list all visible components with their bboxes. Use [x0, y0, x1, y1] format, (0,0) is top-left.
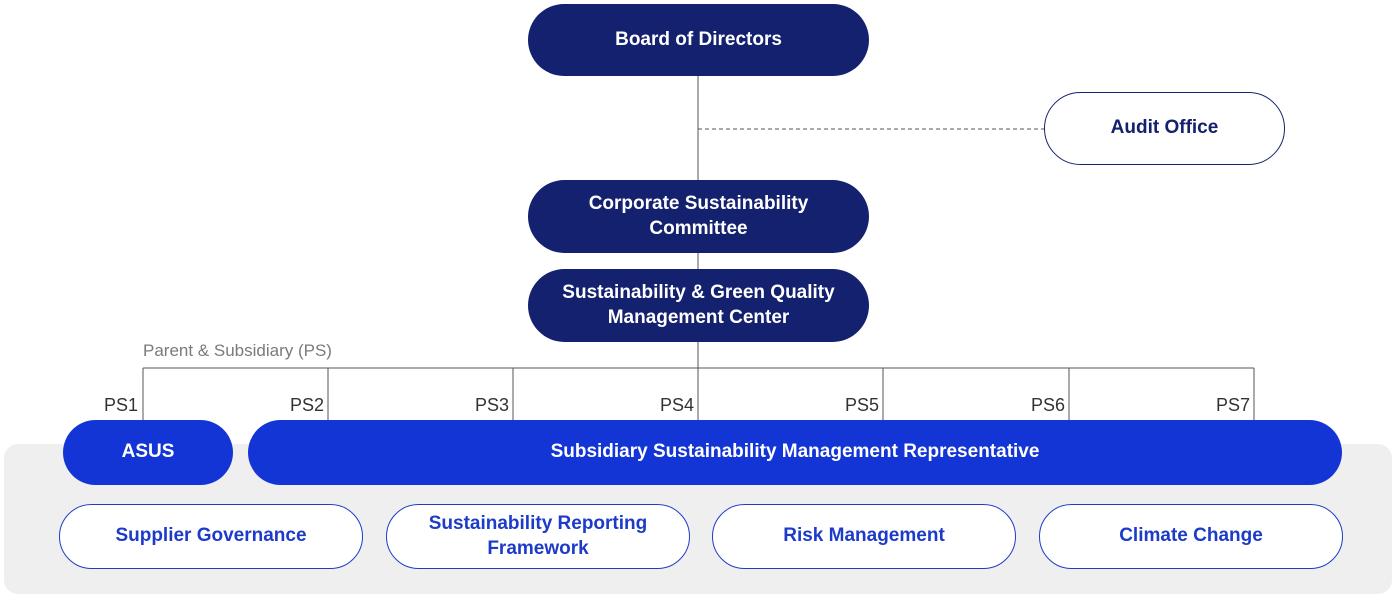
function-sustainability-reporting-framework: Sustainability Reporting Framework — [386, 504, 690, 569]
corporate-sustainability-committee-node: Corporate Sustainability Committee — [528, 180, 869, 253]
asus-node: ASUS — [63, 420, 233, 485]
subsidiary-representative-node: Subsidiary Sustainability Management Rep… — [248, 420, 1342, 485]
function-supplier-governance: Supplier Governance — [59, 504, 363, 569]
ps-label-5: PS5 — [844, 395, 879, 415]
green-quality-management-center-node: Sustainability & Green Quality Managemen… — [528, 269, 869, 342]
ps-label-3: PS3 — [474, 395, 509, 415]
audit-office-node: Audit Office — [1044, 92, 1285, 165]
ps-label-6: PS6 — [1030, 395, 1065, 415]
ps-label-4: PS4 — [659, 395, 694, 415]
board-of-directors-node: Board of Directors — [528, 4, 869, 76]
ps-label-7: PS7 — [1215, 395, 1250, 415]
function-climate-change: Climate Change — [1039, 504, 1343, 569]
ps-label-1: PS1 — [103, 395, 138, 415]
function-risk-management: Risk Management — [712, 504, 1016, 569]
parent-subsidiary-label: Parent & Subsidiary (PS) — [143, 341, 332, 360]
ps-label-2: PS2 — [289, 395, 324, 415]
